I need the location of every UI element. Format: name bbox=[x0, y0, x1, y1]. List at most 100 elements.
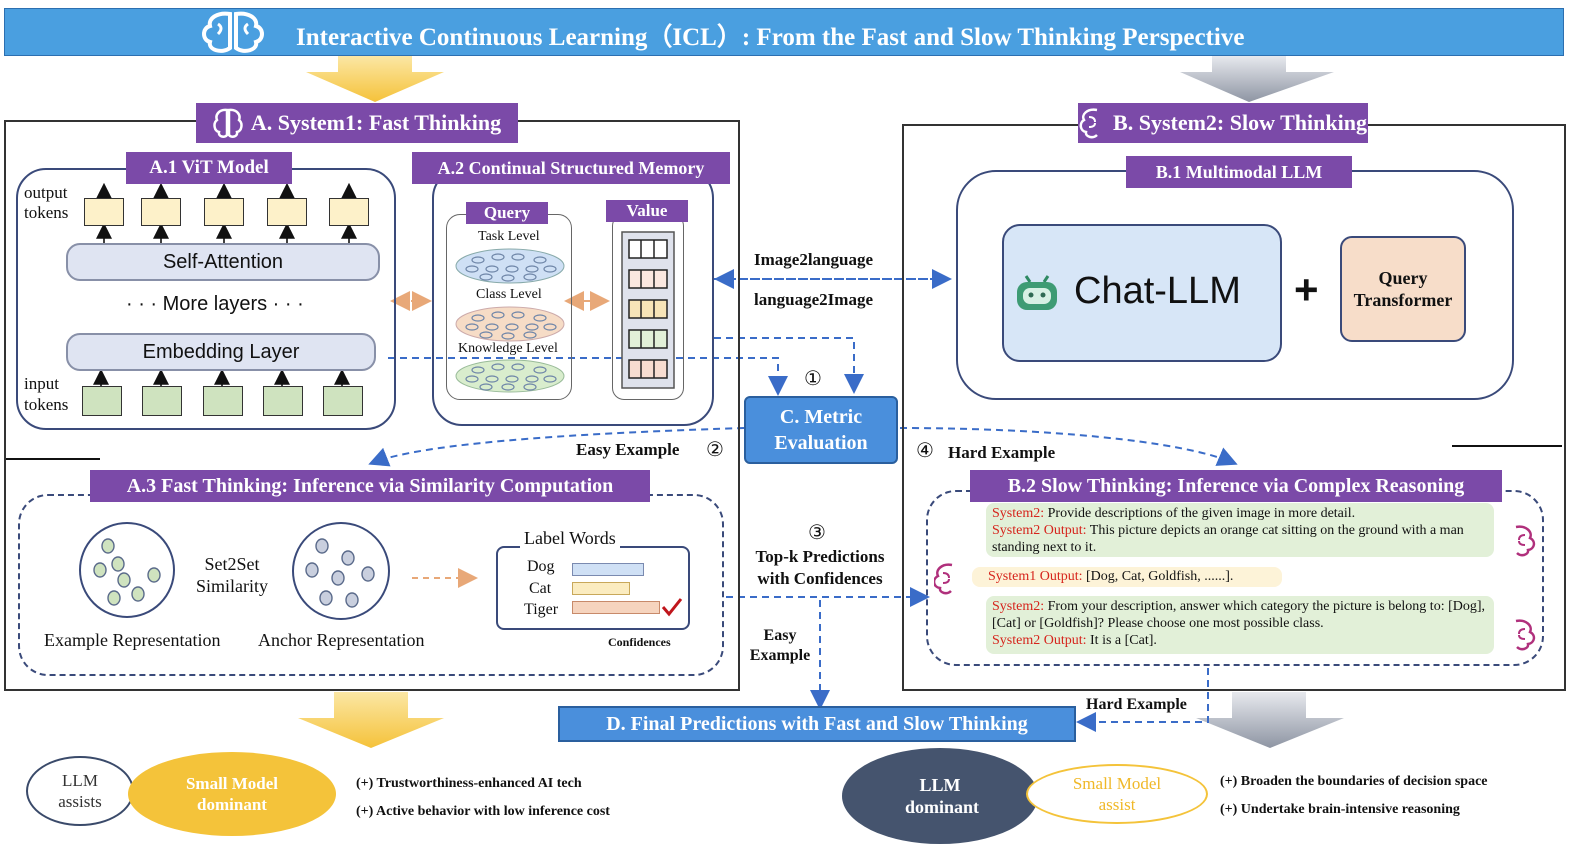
knowledge-level-label: Knowledge Level bbox=[458, 341, 558, 356]
image2language-label: Image2language bbox=[754, 250, 873, 269]
arrow-to-system1 bbox=[306, 56, 444, 102]
system2-label: B. System2: Slow Thinking bbox=[1078, 103, 1368, 143]
input-token bbox=[142, 386, 182, 416]
msg3-speaker: System2: bbox=[992, 599, 1045, 614]
query-transformer-text: Query Transformer bbox=[1353, 268, 1453, 310]
chat-llm-text: Chat-LLM bbox=[1074, 270, 1241, 312]
final-predictions-box: D. Final Predictions with Fast and Slow … bbox=[558, 706, 1076, 742]
hard-example-label: Hard Example bbox=[948, 443, 1056, 462]
label-word-dog: Dog bbox=[527, 558, 555, 575]
bottom-right-bullet-1: (+) Broaden the boundaries of decision s… bbox=[1220, 774, 1488, 789]
llm-dominant-text: LLM dominant bbox=[905, 775, 980, 817]
msg3-out-text: It is a [Cat]. bbox=[1090, 633, 1157, 648]
chat-message-system2-describe: System2: Provide descriptions of the giv… bbox=[986, 503, 1494, 557]
query-label: Query bbox=[466, 202, 548, 224]
easy-example-label: Easy Example bbox=[576, 440, 680, 459]
output-token bbox=[204, 198, 244, 226]
confidences-label: Confidences bbox=[608, 635, 671, 649]
brain-icon bbox=[202, 11, 264, 53]
example-representation-label: Example Representation bbox=[44, 630, 221, 650]
embedding-layer: Embedding Layer bbox=[66, 333, 376, 371]
value-label: Value bbox=[606, 200, 688, 222]
vit-model-label: A.1 ViT Model bbox=[126, 152, 292, 184]
input-token bbox=[323, 386, 363, 416]
bottom-left-bullet-2: (+) Active behavior with low inference c… bbox=[356, 804, 610, 819]
self-attention-layer: Self-Attention bbox=[66, 243, 380, 281]
label-words-title: Label Words bbox=[520, 528, 620, 549]
hard-example-label-2: Hard Example bbox=[1086, 696, 1187, 713]
more-layers-text: · · · More layers · · · bbox=[126, 293, 304, 315]
llm-assists-text: LLM assists bbox=[58, 771, 102, 811]
example-representation-circle bbox=[79, 522, 175, 618]
task-level-label: Task Level bbox=[478, 229, 540, 244]
arrow-to-system2 bbox=[1180, 56, 1334, 102]
msg1-out-text: This picture depicts an orange cat sitti… bbox=[992, 523, 1464, 555]
topk-label: Top-k Predictions with Confidences bbox=[755, 547, 885, 588]
brain-icon bbox=[213, 108, 243, 138]
brain-icon bbox=[1515, 619, 1536, 651]
query-transformer-box: Query Transformer bbox=[1340, 236, 1466, 342]
system2-label-text: B. System2: Slow Thinking bbox=[1113, 110, 1367, 135]
anchor-representation-label: Anchor Representation bbox=[258, 630, 425, 650]
metric-evaluation-box: C. Metric Evaluation bbox=[744, 396, 898, 464]
input-token bbox=[263, 386, 303, 416]
class-level-label: Class Level bbox=[476, 287, 542, 302]
language2image-label: language2Image bbox=[754, 290, 873, 309]
small-model-dominant-ellipse: Small Model dominant bbox=[128, 752, 336, 836]
step1-marker: ① bbox=[804, 366, 822, 390]
chat-message-system1-output: System1 Output: [Dog, Cat, Goldfish, ...… bbox=[972, 567, 1282, 587]
msg1-text: Provide descriptions of the given image … bbox=[1047, 506, 1356, 521]
brain-icon bbox=[1079, 108, 1098, 139]
llm-assists-ellipse: LLM assists bbox=[26, 756, 134, 826]
robot-icon bbox=[1017, 275, 1057, 310]
small-model-assist-ellipse: Small Model assist bbox=[1026, 764, 1208, 824]
bottom-right-bullet-2: (+) Undertake brain-intensive reasoning bbox=[1220, 802, 1460, 817]
brain-icon bbox=[1515, 525, 1536, 557]
confidence-bar-cat bbox=[572, 582, 630, 595]
label-words-box bbox=[496, 546, 690, 630]
arrow-from-system2 bbox=[1196, 692, 1344, 748]
bottom-left-bullet-1: (+) Trustworthiness-enhanced AI tech bbox=[356, 776, 582, 791]
step3-marker: ③ bbox=[808, 520, 826, 544]
output-token bbox=[84, 198, 124, 226]
msg1-out-speaker: System2 Output: bbox=[992, 523, 1087, 538]
confidence-bar-tiger bbox=[572, 601, 660, 614]
input-token bbox=[203, 386, 243, 416]
small-model-dominant-text: Small Model dominant bbox=[185, 774, 279, 814]
mllm-label: B.1 Multimodal LLM bbox=[1126, 156, 1352, 188]
system1-label: A. System1: Fast Thinking bbox=[196, 103, 518, 143]
brain-icon bbox=[934, 563, 953, 595]
system1-label-text: A. System1: Fast Thinking bbox=[250, 110, 502, 135]
title-bar bbox=[4, 8, 1564, 56]
fast-inference-label: A.3 Fast Thinking: Inference via Similar… bbox=[90, 470, 650, 502]
knowledge-level-disk bbox=[455, 359, 565, 393]
chat-message-system2-question: System2: From your description, answer w… bbox=[986, 596, 1494, 654]
slow-inference-label: B.2 Slow Thinking: Inference via Complex… bbox=[970, 470, 1502, 502]
plus-sign: + bbox=[1294, 266, 1319, 313]
confidence-bar-dog bbox=[572, 563, 644, 576]
input-token bbox=[82, 386, 122, 416]
output-tokens-label: output tokens bbox=[24, 183, 69, 222]
anchor-representation-circle bbox=[292, 522, 390, 620]
value-stack bbox=[621, 231, 675, 389]
output-token bbox=[329, 198, 369, 226]
class-level-disk bbox=[455, 306, 565, 342]
llm-dominant-ellipse: LLM dominant bbox=[842, 748, 1038, 844]
output-token bbox=[267, 198, 307, 226]
msg2-text: [Dog, Cat, Goldfish, ......]. bbox=[1086, 569, 1234, 584]
set2set-label: Set2Set Similarity bbox=[196, 554, 268, 596]
input-tokens-label: input tokens bbox=[24, 374, 69, 414]
msg1-speaker: System2: bbox=[992, 506, 1045, 521]
msg3-out-speaker: System2 Output: bbox=[992, 633, 1087, 648]
label-word-cat: Cat bbox=[529, 580, 552, 597]
output-token bbox=[141, 198, 181, 226]
task-level-disk bbox=[455, 248, 565, 284]
easy-example-label-2: Easy Example bbox=[749, 627, 811, 664]
small-model-assist-text: Small Model assist bbox=[1072, 774, 1162, 814]
page-title: Interactive Continuous Learning（ICL）: Fr… bbox=[296, 24, 1245, 51]
arrow-from-system1 bbox=[298, 692, 444, 748]
msg2-speaker: System1 Output: bbox=[988, 569, 1083, 584]
step4-marker: ④ bbox=[916, 438, 934, 462]
step2-marker: ② bbox=[706, 437, 724, 461]
